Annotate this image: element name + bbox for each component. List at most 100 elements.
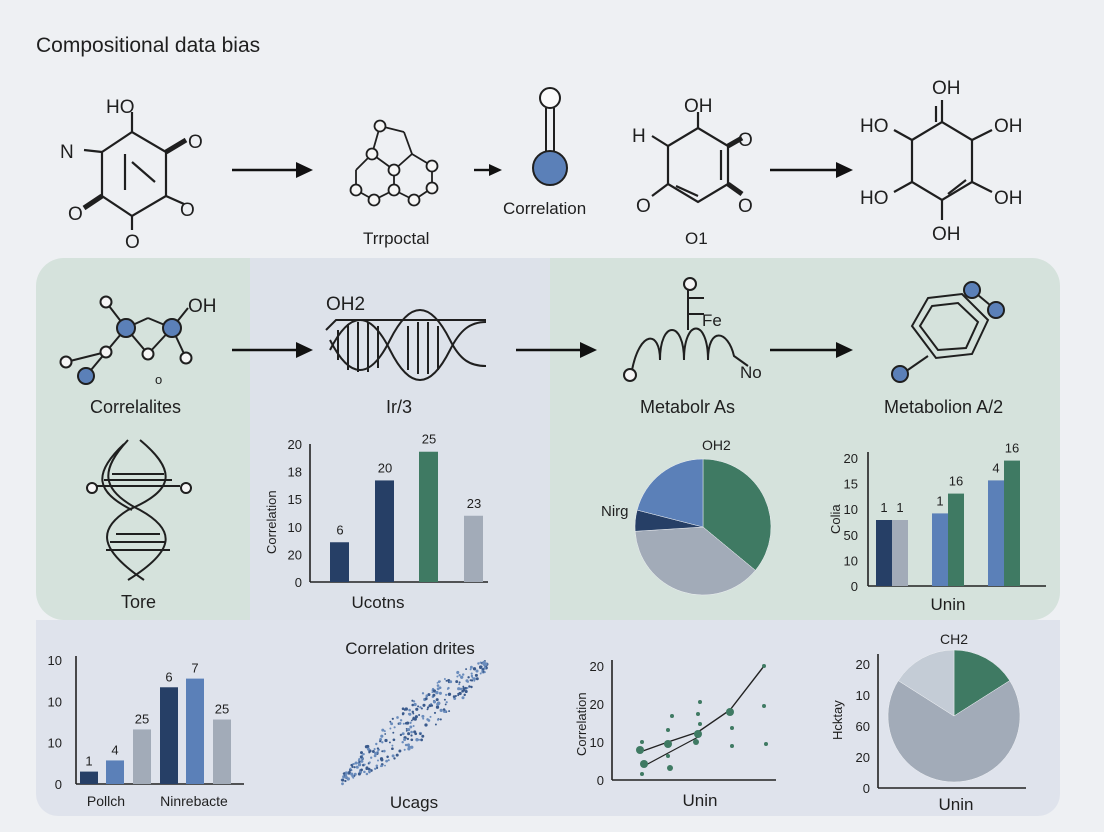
arrow-1 <box>232 162 313 178</box>
scatter-point <box>406 737 410 741</box>
scatter-point <box>341 778 345 782</box>
scatter-point <box>693 739 699 745</box>
y-tick-label: 60 <box>856 719 870 734</box>
y-tick-label: 10 <box>844 553 858 568</box>
coil-no: No <box>740 363 762 382</box>
scatter-point <box>399 733 403 737</box>
bar-value-label: 23 <box>467 496 481 511</box>
y-tick-label: 10 <box>48 694 62 709</box>
scatter-point <box>365 766 369 770</box>
scatter-point <box>410 719 413 722</box>
y-tick-label: 0 <box>295 575 302 590</box>
scatter-point <box>382 749 386 753</box>
molecule-2 <box>349 119 439 207</box>
scatter-point <box>344 779 347 783</box>
scatter-point <box>381 741 384 744</box>
scatter-point <box>422 717 425 720</box>
row1-molecules: HO N O O O O <box>60 78 1023 253</box>
scatter-point <box>462 673 465 676</box>
scatter-point <box>401 732 404 735</box>
mol4-o-bottom: O <box>738 196 753 217</box>
scatter-point <box>393 726 396 729</box>
scatter-point <box>475 669 479 673</box>
scatter-point <box>696 712 700 716</box>
scatter-point <box>468 685 471 688</box>
correlalites-caption: Correlalites <box>90 397 181 417</box>
scatter-point <box>388 741 391 744</box>
scatter-point <box>640 740 644 744</box>
y-tick-label: 10 <box>590 735 604 750</box>
scatter-point <box>437 701 441 705</box>
mol5-oh-top: OH <box>932 78 961 99</box>
scatter-point <box>412 716 415 719</box>
scatter-point <box>381 750 384 753</box>
y-tick-label: 10 <box>48 653 62 668</box>
bar <box>133 729 151 784</box>
scatter-point <box>762 704 766 708</box>
bar <box>213 719 231 784</box>
arrow-2 <box>474 164 502 176</box>
pie-bottom-slice <box>887 680 1021 783</box>
scatter-point <box>424 723 428 727</box>
scatter-point <box>373 754 377 758</box>
scatter-point <box>698 722 702 726</box>
scatter-point <box>730 726 734 730</box>
scatter-point <box>364 745 368 749</box>
scatter-point <box>379 740 382 743</box>
scatter-point <box>401 740 404 744</box>
scatter-point <box>730 744 734 748</box>
scatter-point <box>452 695 456 698</box>
row2-molecules: OH o Correlalites OH2 Ir/3 <box>59 277 1005 417</box>
scatter-point <box>409 725 413 729</box>
scatter-point <box>432 700 437 704</box>
ring-caption: Metabolion A/2 <box>884 397 1003 417</box>
scatter-point <box>401 707 405 711</box>
scatter-point <box>380 758 384 762</box>
scatter-point <box>407 745 411 749</box>
scatter-point <box>349 767 352 770</box>
y-axis-label: Correlation <box>574 692 589 756</box>
mol5-oh-bottom: OH <box>932 224 961 245</box>
y-tick-label: 10 <box>288 520 302 535</box>
scatter-point <box>375 742 378 746</box>
scatter-point <box>464 686 468 690</box>
bar-value-label: 4 <box>992 460 999 475</box>
bar <box>892 520 908 586</box>
y-tick-label: 15 <box>288 492 302 507</box>
figure-title: Compositional data bias <box>36 34 261 57</box>
scatter-point <box>411 703 414 707</box>
scatter-point <box>469 665 473 669</box>
scatter-point <box>455 680 459 684</box>
scatter-point <box>346 777 350 781</box>
scatter-point <box>460 675 464 679</box>
scatter-point <box>433 711 437 714</box>
bar-value-label: 20 <box>378 460 392 475</box>
bar <box>106 760 124 784</box>
scatter-point <box>430 704 434 707</box>
scatter-point <box>435 698 439 702</box>
scatter-point <box>636 746 644 754</box>
scatter-point <box>363 763 366 766</box>
molecule-1 <box>82 112 188 230</box>
scatter-point <box>384 738 388 743</box>
pie-slice <box>634 526 756 596</box>
bar <box>419 451 438 582</box>
x-label-right: Ninrebacte <box>160 793 228 809</box>
scatter-point <box>419 706 422 709</box>
scatter-point <box>375 764 379 768</box>
scatter-point <box>368 769 371 773</box>
scatter-point <box>475 677 479 681</box>
benzene-ring <box>891 281 1005 383</box>
y-tick-label: 20 <box>590 659 604 674</box>
scatter-point <box>409 721 412 724</box>
scatter-point <box>447 686 450 690</box>
scatter-point <box>469 679 472 682</box>
scatter-point <box>484 662 488 666</box>
bar-value-label: 25 <box>422 432 436 447</box>
scatter-point <box>464 689 468 694</box>
scatter-point <box>371 750 375 753</box>
y-tick-label: 0 <box>851 579 858 594</box>
mol1-o-right: O <box>188 132 203 153</box>
